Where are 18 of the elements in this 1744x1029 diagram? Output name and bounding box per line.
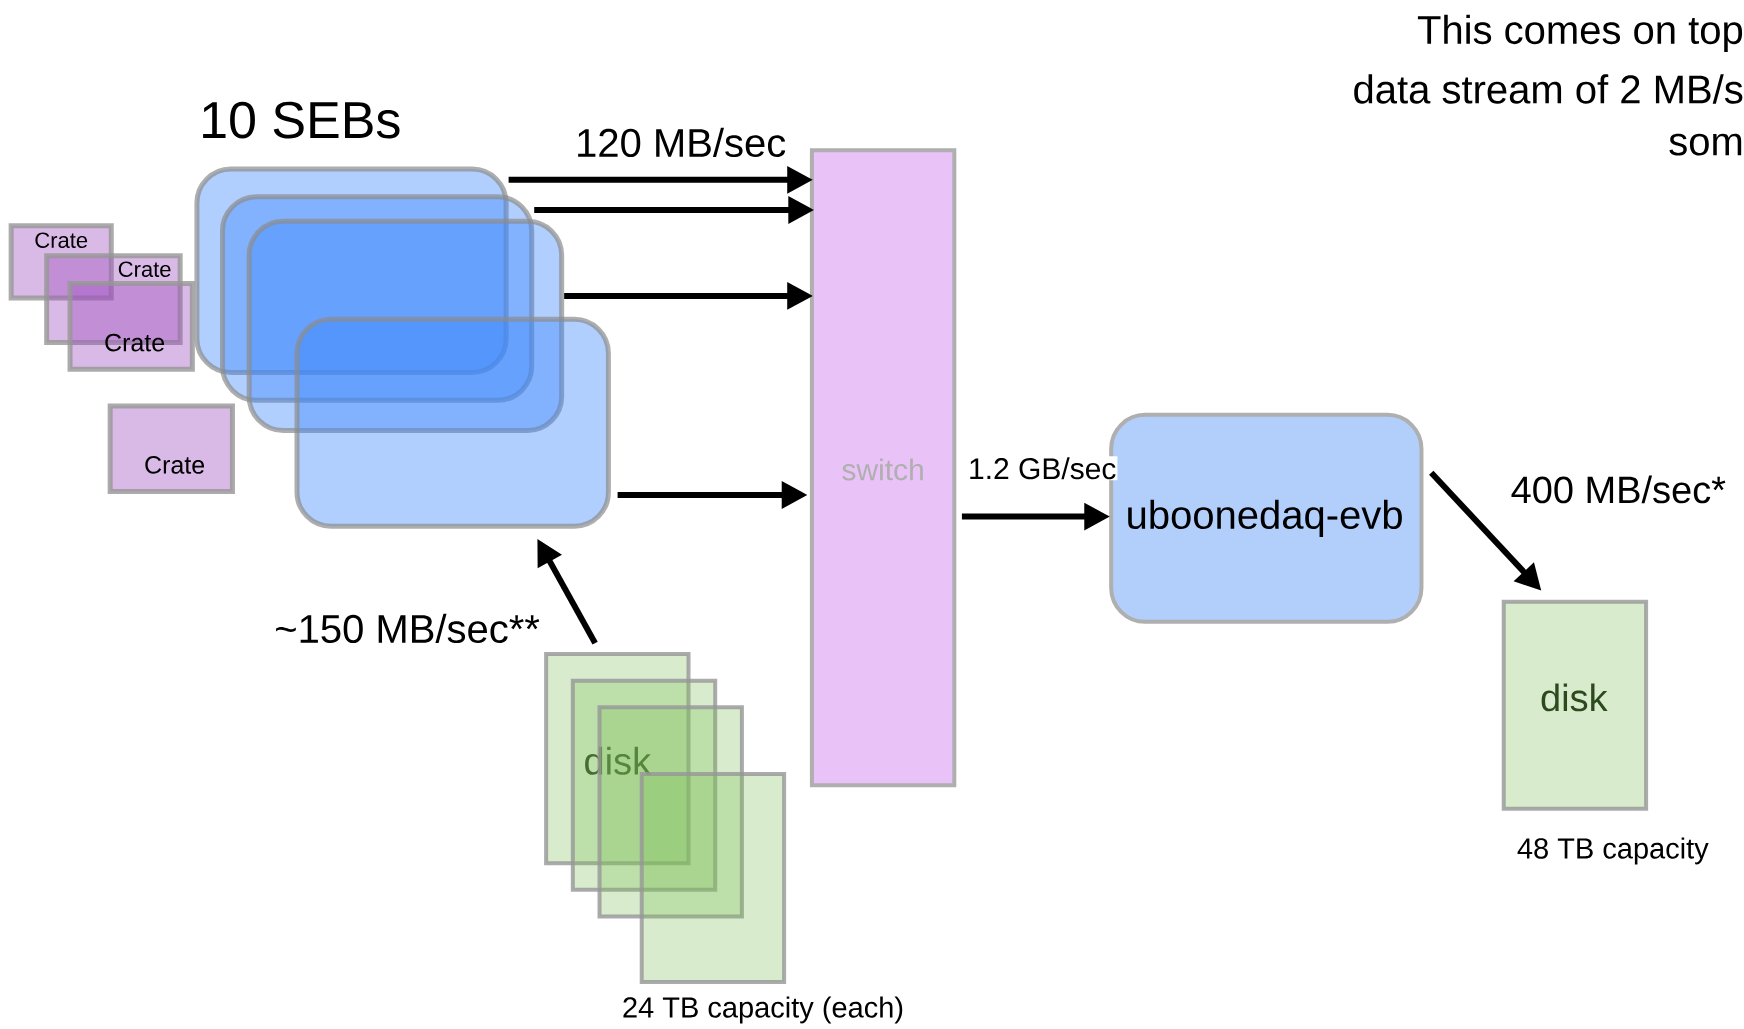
- note-text: 120 MB/sec: [578, 127, 786, 158]
- crate-box: Crate: [8, 223, 114, 301]
- edge-label: 400 MB/sec*: [1509, 474, 1728, 505]
- node-label: 48 TB capacity: [1517, 837, 1709, 865]
- edge-label: ~150 MB/sec**: [273, 612, 541, 645]
- edge-label: 1.2 GB/sec: [967, 456, 1118, 481]
- crate-box: Crate: [67, 281, 195, 372]
- crate-box: Crate: [107, 403, 235, 495]
- node-label: 24 TB capacity (each): [623, 996, 903, 1024]
- note-text: som: [1669, 133, 1742, 156]
- seb-box: [220, 194, 535, 403]
- switch-box: switch: [809, 148, 957, 788]
- note-text: data stream of 2 MB/s: [1354, 74, 1743, 104]
- note-text: This comes on top: [1417, 14, 1743, 53]
- seb-box: [246, 218, 565, 433]
- heading: 10 SEBs: [203, 101, 400, 139]
- seb-box: [294, 316, 611, 529]
- seb-box: [194, 166, 509, 376]
